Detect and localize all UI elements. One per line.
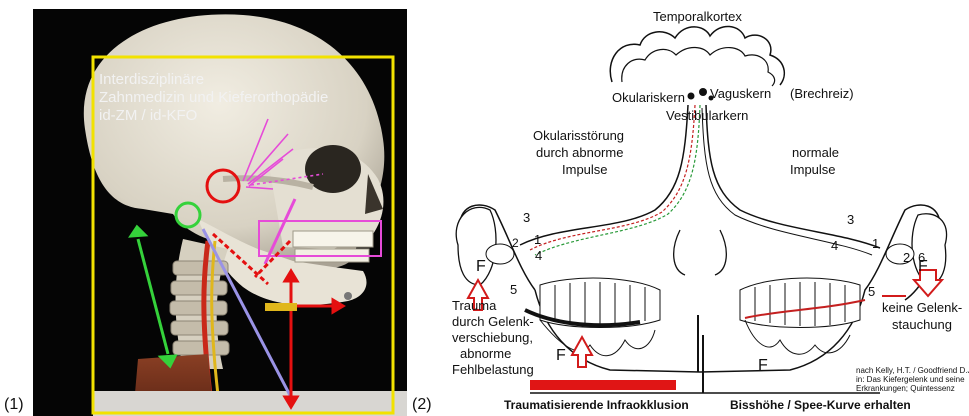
marker-1-right: 1	[872, 236, 879, 251]
marker-5-left: 5	[510, 282, 517, 297]
ocular-nucleus-dot	[688, 93, 695, 100]
trauma-line-5: Fehlbelastung	[452, 362, 534, 377]
orbit	[305, 145, 361, 193]
normal-impulses-line-1: normale	[792, 145, 839, 160]
nausea-label: (Brechreiz)	[790, 86, 854, 101]
marker-5-right: 5	[868, 284, 875, 299]
no-compression-line-2: stauchung	[892, 317, 952, 332]
green-double-arrow	[131, 227, 175, 366]
teeth-upper	[293, 231, 373, 247]
force-label-bottom: F	[556, 347, 566, 365]
temporal-cortex-label: Temporalkortex	[653, 9, 742, 24]
caption-line-3: id-ZM / id-KFO	[99, 107, 197, 124]
panel-1-number: (1)	[4, 396, 24, 414]
marker-6-right: 6	[918, 250, 925, 265]
skull-photo-panel: Interdisziplinäre Zahnmedizin und Kiefer…	[33, 9, 407, 416]
marker-2-right: 2	[903, 250, 910, 265]
ocular-disorder-line-1: Okularisstörung	[533, 128, 624, 143]
force-label-left: F	[476, 258, 486, 276]
ocular-disorder-line-3: Impulse	[562, 162, 608, 177]
vagus-nucleus-label: Vaguskern	[710, 86, 771, 101]
trauma-line-2: durch Gelenk-	[452, 314, 534, 329]
vagus-nucleus-dot	[699, 88, 707, 96]
source-line-2: in: Das Kiefergelenk und seine	[856, 375, 965, 384]
nasal-midline	[674, 230, 727, 275]
ocular-nucleus-label: Okulariskern	[612, 90, 685, 105]
source-line-1: nach Kelly, H.T. / Goodfriend D.J.	[856, 366, 969, 375]
source-line-3: Erkrankungen; Quintessenz	[856, 384, 955, 393]
trauma-line-4: abnorme	[460, 346, 511, 361]
caption-line-2: Zahnmedizin und Kieferorthopädie	[99, 89, 328, 106]
infraocclusion-bar	[530, 380, 676, 390]
no-compression-line-1: keine Gelenk-	[882, 300, 962, 315]
left-teeth	[540, 278, 660, 356]
bottom-left-caption: Traumatisierende Infraokklusion	[504, 398, 689, 412]
marker-1-left: 1	[534, 232, 541, 247]
marker-3-left: 3	[523, 210, 530, 225]
trauma-line-3: verschiebung,	[452, 330, 533, 345]
trauma-line-1: Trauma	[452, 298, 496, 313]
schematic-panel: Temporalkortex Okulariskern Vaguskern (B…	[440, 0, 969, 416]
schematic-drawing	[440, 0, 969, 416]
ocular-disorder-line-2: durch abnorme	[536, 145, 623, 160]
bottom-right-caption: Bisshöhe / Spee-Kurve erhalten	[730, 398, 911, 412]
vestibular-nucleus-label: Vestibularkern	[666, 108, 748, 123]
marker-4-left: 4	[535, 248, 542, 263]
caption-line-1: Interdisziplinäre	[99, 71, 204, 88]
marker-3-right: 3	[847, 212, 854, 227]
normal-impulses-line-2: Impulse	[790, 162, 836, 177]
marker-4-right: 4	[831, 238, 838, 253]
marker-2-left: 2	[512, 236, 519, 250]
force-label-right-bottom: F	[758, 357, 768, 375]
panel-2-number: (2)	[412, 396, 432, 414]
skull-illustration	[33, 9, 407, 416]
